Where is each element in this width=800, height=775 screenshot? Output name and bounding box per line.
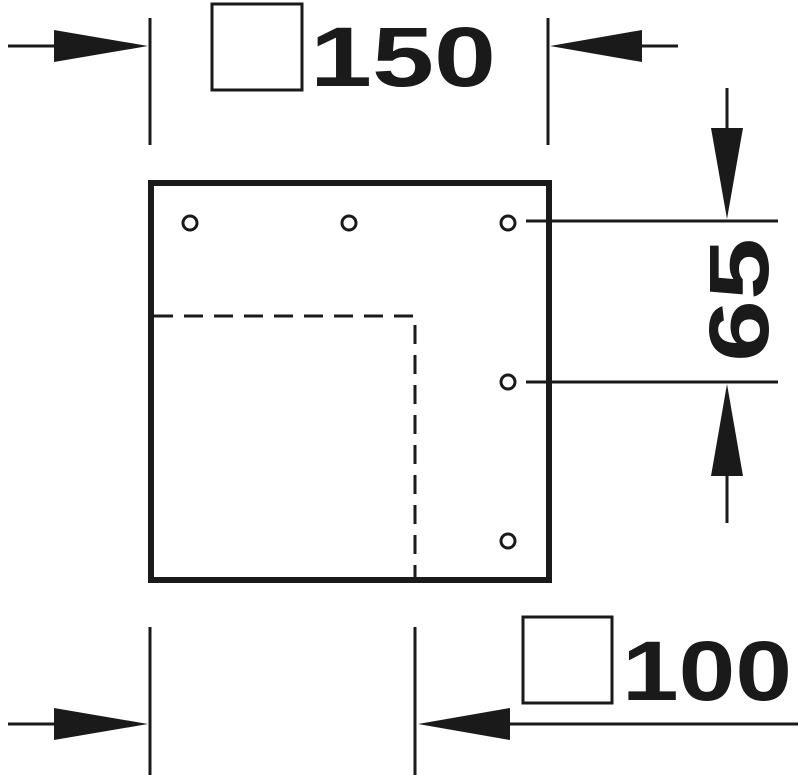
screw-hole — [499, 214, 517, 232]
top-dimension: 150 — [8, 2, 678, 145]
screw-hole — [181, 214, 199, 232]
screw-hole — [499, 532, 517, 550]
plate-outline — [148, 180, 552, 583]
plate — [148, 180, 552, 583]
arrowhead-down — [711, 128, 743, 219]
arrowhead-left — [54, 30, 148, 62]
screw-hole — [340, 214, 358, 232]
right-dimension: 65 — [526, 88, 786, 523]
inner-square-dashed-outline — [154, 314, 417, 580]
inner-width-label: 100 — [622, 624, 792, 718]
bottom-dimension: 100 — [8, 615, 798, 775]
screw-hole — [499, 373, 517, 391]
square-dimension-icon — [210, 2, 304, 92]
arrowhead-right — [550, 30, 642, 62]
square-dimension-icon — [521, 615, 614, 705]
arrowhead-up — [711, 384, 743, 476]
outer-width-label: 150 — [310, 10, 496, 104]
arrowhead-right — [54, 708, 148, 740]
hole-spacing-label: 65 — [692, 238, 786, 362]
arrowhead-left — [418, 708, 510, 740]
